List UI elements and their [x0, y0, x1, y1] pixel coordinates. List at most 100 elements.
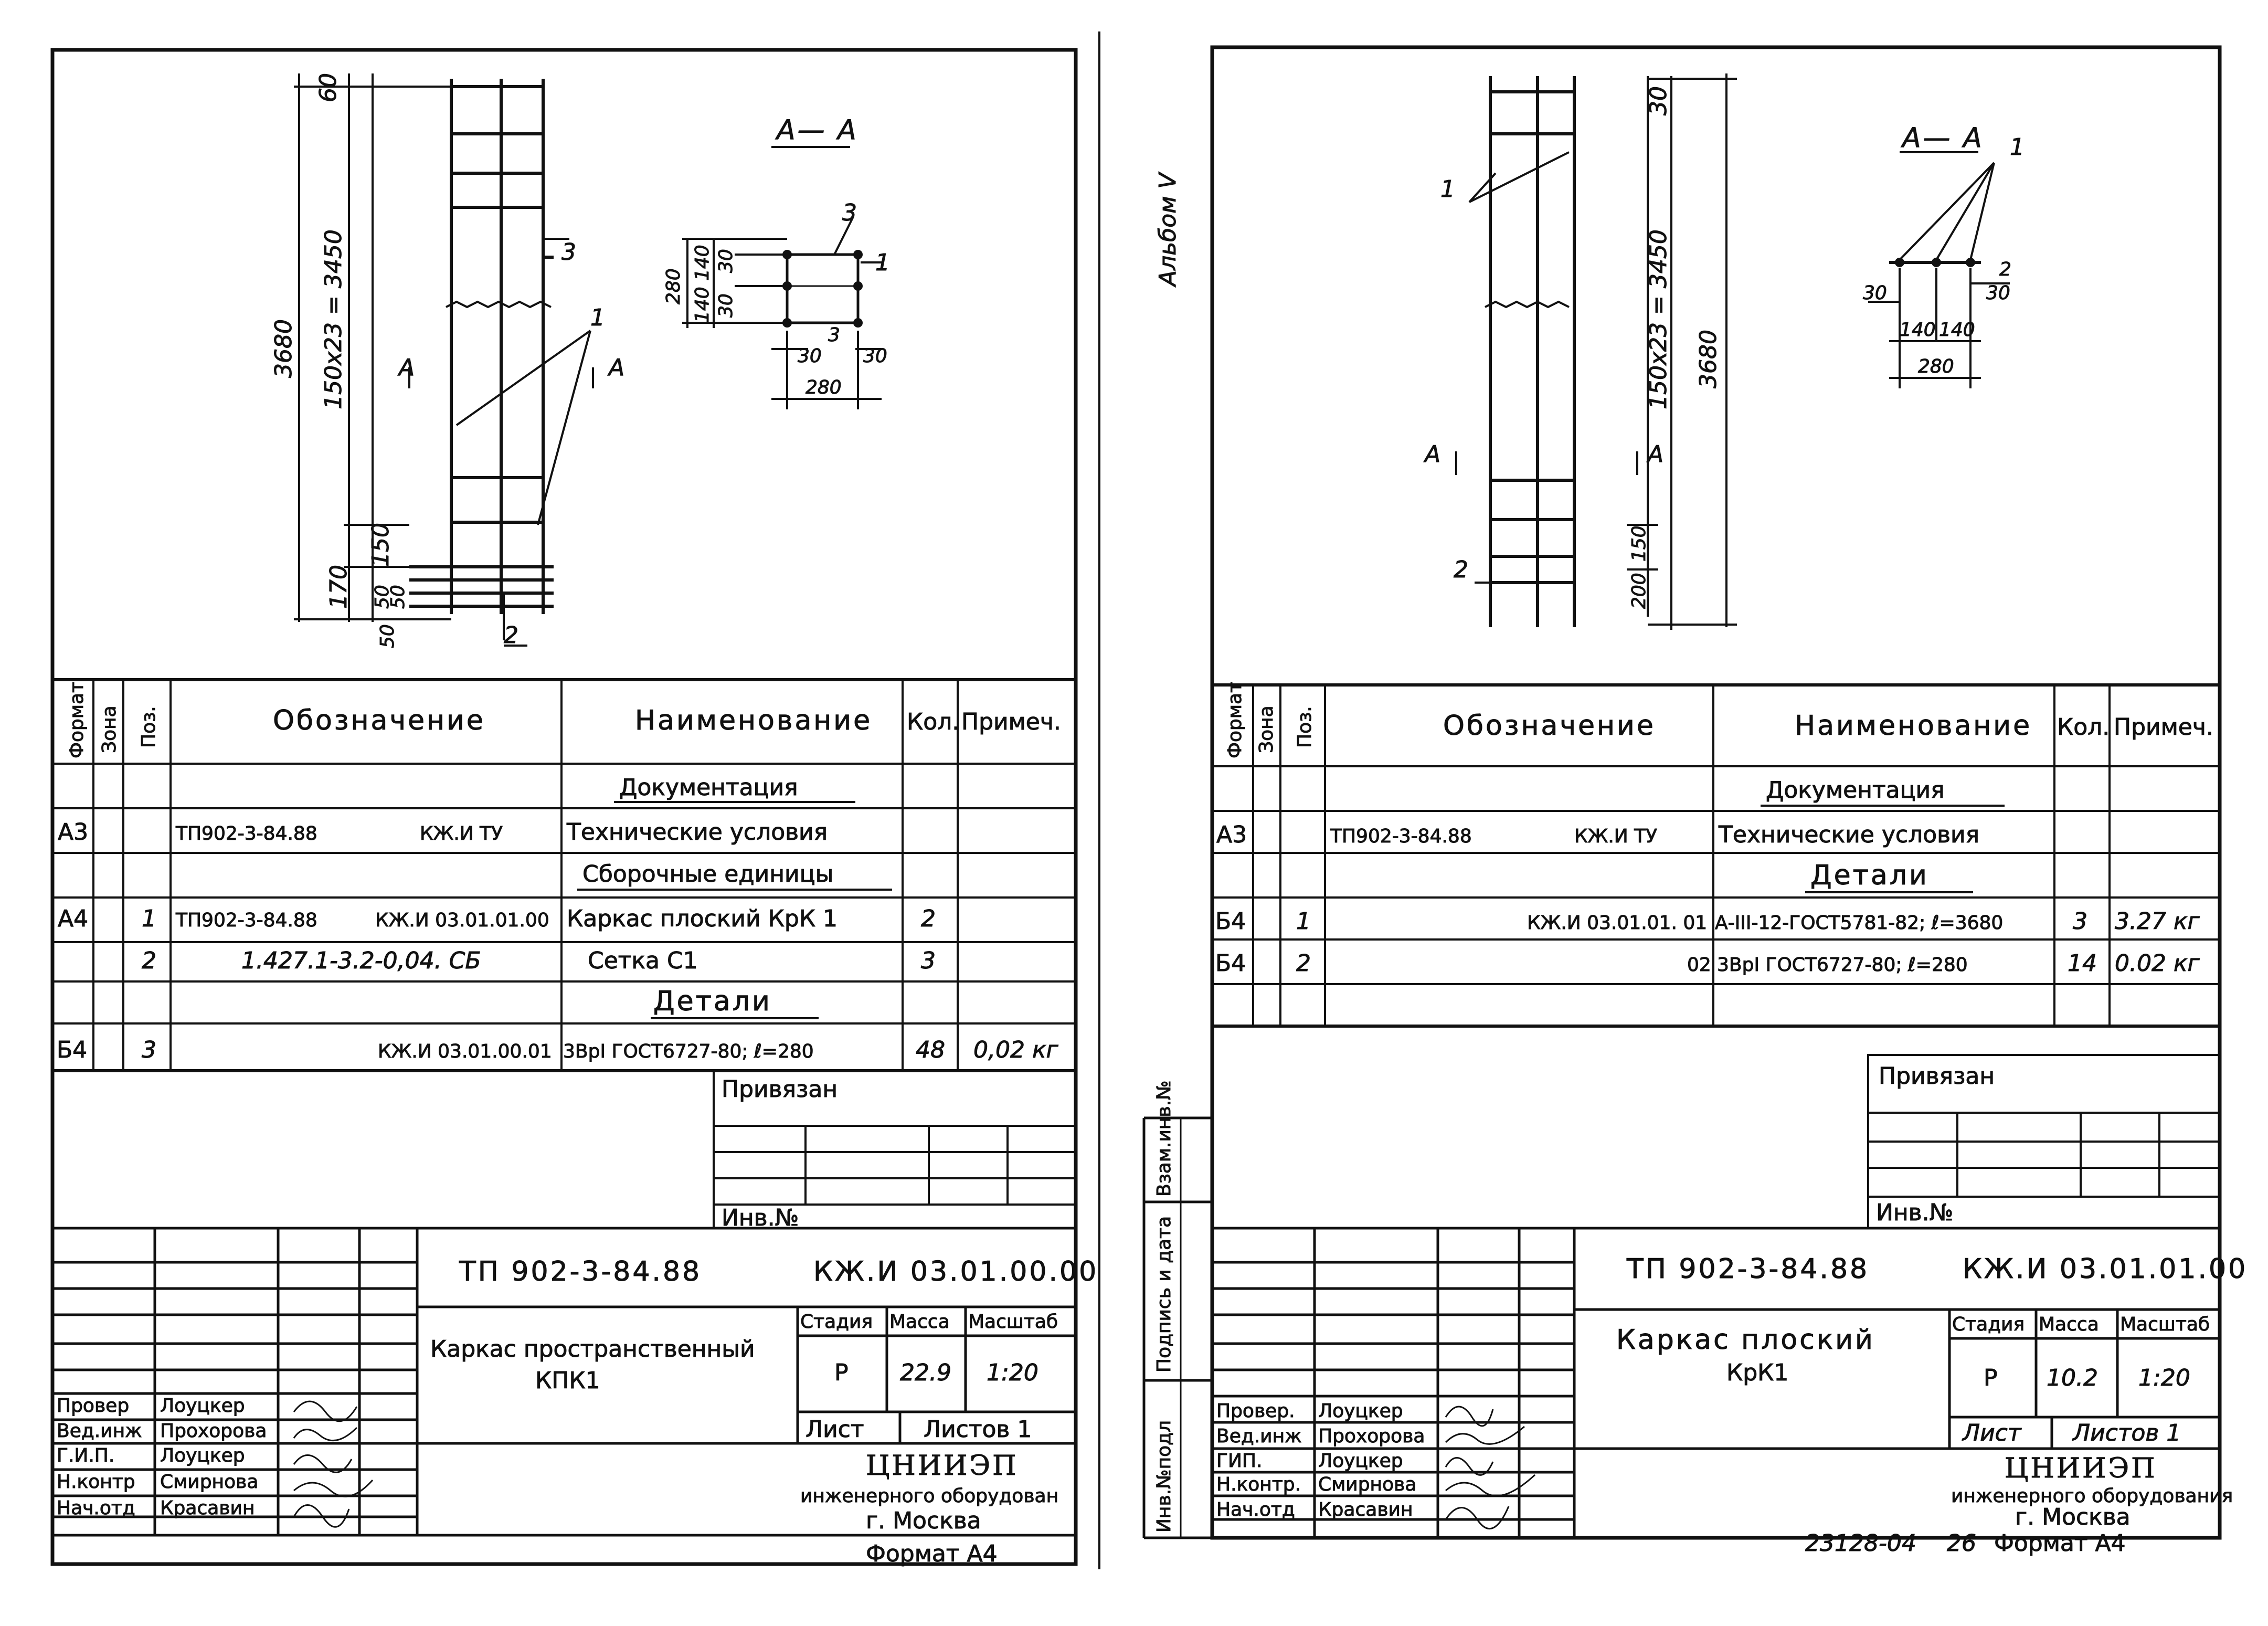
signer-name: Прохорова [1318, 1426, 1425, 1447]
sec-dim-30c: 30 [798, 345, 822, 367]
format-label: Формат А4 [866, 1540, 998, 1567]
sec-dim-140a: 140 [1900, 319, 1936, 341]
hdr-designation: Обозначение [273, 705, 485, 736]
row5-name: 3ВрI ГОСТ6727-80; ℓ=280 [1717, 954, 1968, 976]
doc-number: ТП 902-3-84.88 [1626, 1253, 1869, 1285]
callout-1: 1 [590, 304, 605, 331]
hdr-pos: Поз. [138, 706, 160, 748]
hdr-qty: Кол. [907, 709, 959, 735]
row3-name: Сборочные единицы [582, 861, 833, 888]
hdr-note: Примеч. [2114, 714, 2213, 741]
row4-format: Б4 [1215, 908, 1246, 935]
row4-designation: ТП902-3-84.88 [175, 910, 317, 931]
row2-name: Технические условия [566, 819, 828, 846]
row5-pos: 2 [142, 947, 156, 974]
left-spec-headers: Формат Зона Поз. Обозначение Наименовани… [66, 681, 1062, 758]
sec-callout-3b: 3 [828, 324, 840, 346]
signer-role: Н.контр [57, 1471, 135, 1493]
signer-role: Вед.инж [1216, 1426, 1302, 1447]
signer-name: Лоуцкер [1318, 1450, 1403, 1472]
row5-qty: 3 [921, 947, 936, 974]
doc-number: ТП 902-3-84.88 [459, 1256, 702, 1287]
right-signers: Провер. Лоуцкер Вед.инж Прохорова ГИП. Л… [1216, 1400, 1536, 1530]
row2-format: А3 [58, 819, 88, 846]
left-spec-rows: Документация А3 ТП902-3-84.88 КЖ.И ТУ Те… [57, 774, 1059, 1064]
callout-2: 2 [1454, 556, 1468, 583]
row2-designation: ТП902-3-84.88 [1330, 826, 1472, 847]
row7-note: 0,02 кг [973, 1037, 1059, 1063]
sheet-label: Лист [1962, 1420, 2022, 1446]
hdr-pos: Поз. [1294, 706, 1316, 748]
row5-designation: 1.427.1-3.2-0,04. СБ [241, 947, 481, 974]
row5-code: 02 [1687, 954, 1711, 976]
sec-callout-1: 1 [2010, 134, 2025, 161]
signer-name: Лоуцкер [160, 1395, 245, 1417]
mass-label: Масса [2039, 1314, 2099, 1335]
scale-value: 1:20 [2138, 1365, 2190, 1391]
scale-value: 1:20 [987, 1359, 1038, 1386]
hdr-name: Наименование [635, 705, 872, 736]
signature [293, 1454, 353, 1473]
scale-label: Масштаб [2120, 1314, 2210, 1335]
row4-name: Каркас плоский КрК 1 [567, 905, 838, 932]
inv-label: Инв.№ [1876, 1199, 1953, 1226]
row4-qty: 2 [921, 905, 936, 932]
page-number: 26 [1947, 1530, 1976, 1557]
signer-name: Красавин [1318, 1499, 1413, 1521]
left-signers: Провер Лоуцкер Вед.инж Прохорова Г.И.П. … [57, 1395, 374, 1528]
side-label-inv: Инв.№подл [1153, 1420, 1175, 1533]
section-arrow-right: А [607, 354, 624, 381]
stage-value: Р [834, 1359, 849, 1386]
signature [1445, 1426, 1525, 1445]
row2-name: Технические условия [1718, 821, 1979, 848]
side-label-repl: Взам.инв.№ [1153, 1080, 1175, 1197]
left-spec-table [51, 678, 1077, 1072]
row5-qty: 14 [2068, 950, 2097, 977]
row4-note: 3.27 кг [2115, 908, 2200, 935]
hdr-name: Наименование [1795, 710, 2032, 742]
title-line1: Каркас плоский [1616, 1324, 1875, 1356]
left-title-block [51, 1227, 1077, 1537]
section-arrow-right: А [1646, 441, 1663, 468]
row7-format: Б4 [57, 1037, 87, 1063]
org-line2: инженерного оборудован [800, 1485, 1058, 1507]
row5-pos: 2 [1296, 950, 1311, 977]
signer-role: Провер [57, 1395, 129, 1417]
row5-name: Сетка С1 [588, 947, 698, 974]
title-line2: КрК1 [1726, 1359, 1788, 1386]
row5-format: Б4 [1215, 950, 1246, 977]
dim-150: 150 [367, 523, 394, 567]
sec-dim-280h: 280 [806, 377, 842, 398]
sec-callout-2: 2 [1999, 259, 2011, 280]
dim-pitch: 150x23 = 3450 [320, 229, 347, 409]
sec-dim-30a: 30 [715, 249, 737, 273]
signer-name: Лоуцкер [1318, 1400, 1403, 1422]
callout-3: 3 [561, 239, 576, 266]
row7-code: КЖ.И 03.01.00.01 [378, 1041, 552, 1062]
signer-name: Лоуцкер [160, 1445, 245, 1466]
sec-dim-280v: 280 [663, 268, 684, 304]
signature [1445, 1457, 1494, 1476]
stage-label: Стадия [800, 1311, 873, 1333]
sheet-label: Лист [806, 1416, 864, 1443]
dim-50a: 50 [372, 585, 393, 609]
left-section-aa [682, 146, 882, 409]
hdr-zone: Зона [1256, 705, 1277, 753]
stage-value: Р [1984, 1365, 1998, 1391]
sec-dim-140b: 140 [692, 245, 713, 281]
org-line3: г. Москва [2015, 1504, 2131, 1530]
sec-dim-30b: 30 [715, 293, 737, 318]
row4-name: А-III-12-ГОСТ5781-82; ℓ=3680 [1715, 912, 2003, 934]
hdr-note: Примеч. [961, 709, 1061, 735]
sheets-label: Листов 1 [924, 1416, 1032, 1443]
format-label: Формат А4 [1994, 1530, 2126, 1557]
row1-name: Документация [619, 774, 798, 801]
row2-designation: ТП902-3-84.88 [175, 823, 317, 844]
dim-total: 3680 [270, 319, 297, 378]
org-line1: ЦНИИЭП [2005, 1453, 2157, 1484]
hdr-designation: Обозначение [1443, 710, 1656, 742]
row3-name: Детали [1810, 860, 1929, 891]
row4-pos: 1 [1296, 908, 1311, 935]
title-line2: КПК1 [535, 1367, 600, 1394]
